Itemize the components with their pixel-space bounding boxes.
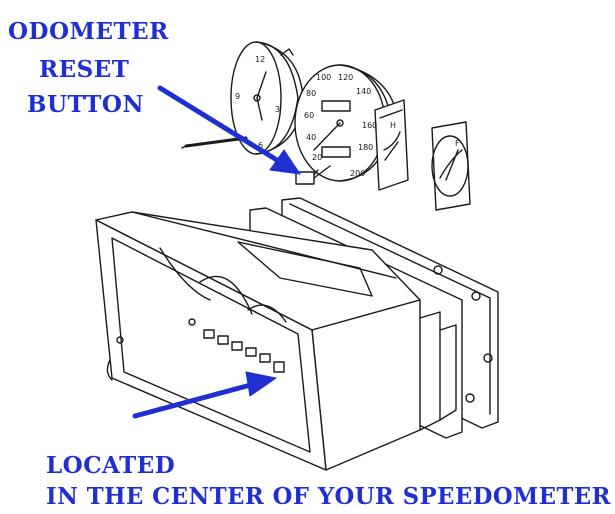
odometer-label-line3: BUTTON xyxy=(27,91,144,118)
speed-dial-label: 120 xyxy=(338,73,353,82)
speed-dial-label: 200 xyxy=(350,169,365,178)
arrow-to-reset-button xyxy=(157,85,302,175)
clock-dial-label: 12 xyxy=(255,55,265,64)
speed-dial-label: 100 xyxy=(316,73,331,82)
cluster-housing xyxy=(95,197,499,471)
location-label-line2: IN THE CENTER OF YOUR SPEEDOMETER xyxy=(46,483,612,510)
clock-dial-label: 6 xyxy=(258,141,263,150)
speed-dial-label: 160 xyxy=(362,121,377,130)
location-label-line1: LOCATED xyxy=(46,452,176,479)
speed-dial-label: 20 xyxy=(312,153,322,162)
speed-dial-label: 140 xyxy=(356,87,371,96)
arrow-to-speedometer-center xyxy=(132,371,278,419)
odometer-label-line1: ODOMETER xyxy=(8,18,169,45)
clock-dial-label: 3 xyxy=(275,105,280,114)
temp-gauge-mark: H xyxy=(390,121,396,130)
clock-dial-label: 9 xyxy=(235,92,240,101)
speed-dial-label: 40 xyxy=(306,133,316,142)
speedometer-dial-numbers: 100 120 140 80 60 160 40 180 20 200 xyxy=(304,73,377,178)
speed-dial-label: 60 xyxy=(304,111,314,120)
speed-dial-label: 180 xyxy=(358,143,373,152)
odometer-label-line2: RESET xyxy=(39,56,130,83)
clock-dial-numbers: 12 9 3 6 xyxy=(235,55,280,150)
speed-dial-label: 80 xyxy=(306,89,316,98)
fuel-gauge xyxy=(431,121,471,211)
temperature-gauge xyxy=(374,99,409,191)
fuel-gauge-mark: F xyxy=(455,139,460,148)
